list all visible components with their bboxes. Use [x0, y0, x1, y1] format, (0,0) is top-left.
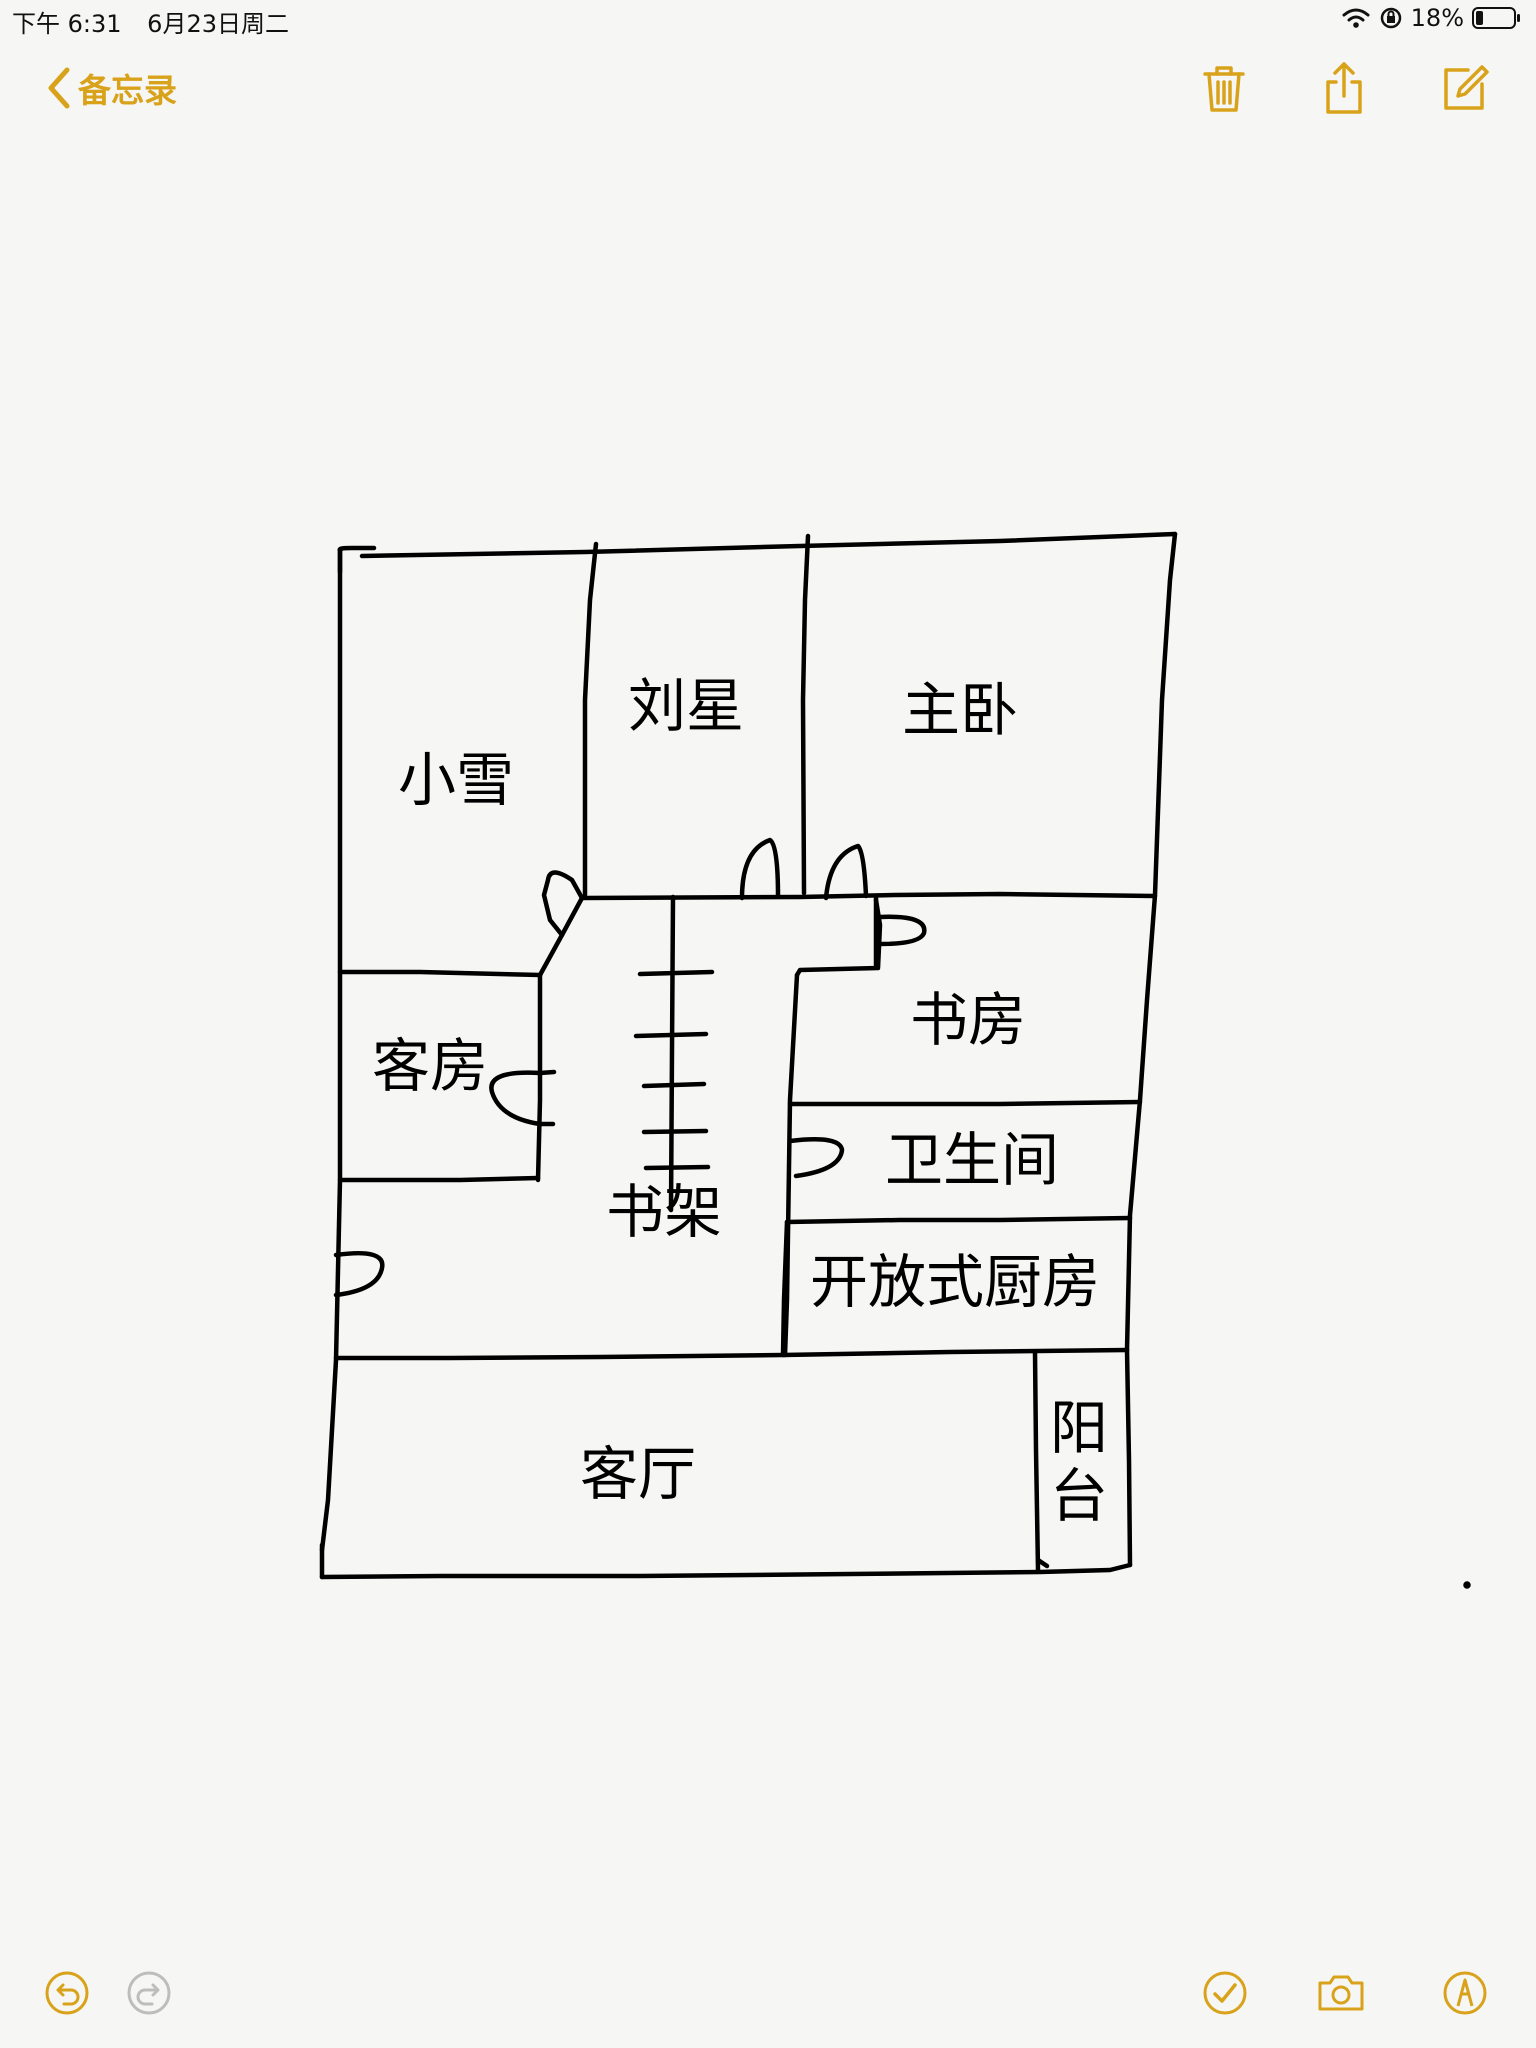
orientation-lock-icon: [1380, 7, 1401, 29]
markup-button[interactable]: [1440, 1968, 1490, 2018]
status-right: 18%: [1341, 4, 1522, 32]
room-label-liuxing: 刘星: [628, 672, 744, 740]
trash-button[interactable]: [1196, 60, 1252, 116]
share-icon: [1326, 62, 1362, 114]
back-label: 备忘录: [78, 71, 177, 110]
camera-button[interactable]: [1316, 1968, 1366, 2018]
room-label-study: 书房: [910, 986, 1026, 1054]
checkmark-icon: [1203, 1971, 1247, 2015]
room-label-guest-room: 客房: [372, 1032, 488, 1100]
status-bar: 下午 6:31 6月23日周二 18%: [0, 0, 1536, 40]
battery-icon: [1472, 7, 1520, 29]
room-label-open-kitchen: 开放式厨房: [810, 1248, 1100, 1316]
room-label-master-bedroom: 主卧: [902, 676, 1018, 744]
trash-icon: [1203, 66, 1245, 112]
status-left: 下午 6:31 6月23日周二: [12, 4, 307, 39]
redo-button[interactable]: [124, 1968, 174, 2018]
room-label-xiaoxue: 小雪: [398, 746, 514, 814]
room-label-balcony-top: 阳: [1050, 1394, 1108, 1462]
room-label-balcony-bottom: 台: [1050, 1462, 1108, 1530]
bottom-toolbar: [0, 1960, 1536, 2030]
status-date: 6月23日周二: [147, 10, 289, 38]
done-button[interactable]: [1200, 1968, 1250, 2018]
room-label-bookshelf: 书架: [606, 1178, 722, 1246]
camera-icon: [1318, 1975, 1364, 2011]
back-button[interactable]: 备忘录: [46, 64, 177, 112]
wifi-icon: [1342, 8, 1370, 28]
floor-plan-strokes: [319, 531, 1471, 1589]
battery-percent: 18%: [1410, 4, 1464, 32]
chevron-left-icon: [48, 67, 70, 109]
compose-icon: [1444, 65, 1489, 110]
undo-icon: [45, 1971, 89, 2015]
share-button[interactable]: [1316, 60, 1372, 116]
compose-button[interactable]: [1436, 60, 1492, 116]
nav-bar: 备忘录: [0, 56, 1536, 126]
redo-icon: [127, 1971, 171, 2015]
room-label-bathroom: 卫生间: [885, 1126, 1059, 1194]
markup-pen-icon: [1443, 1971, 1487, 2015]
room-label-living-room: 客厅: [580, 1440, 696, 1508]
undo-button[interactable]: [42, 1968, 92, 2018]
status-time: 下午 6:31: [12, 10, 122, 38]
